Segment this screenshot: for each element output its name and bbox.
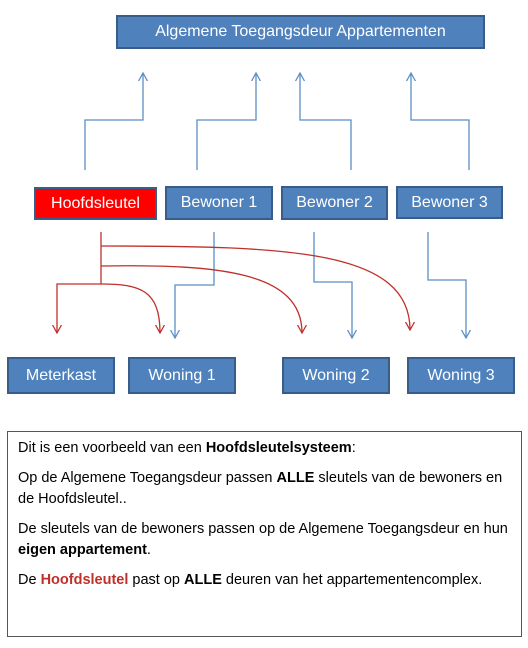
resident-3-label: Bewoner 3 xyxy=(411,193,488,211)
entrance-emphasis: ALLE xyxy=(276,470,315,486)
meterkast-door-node: Meterkast xyxy=(7,357,115,394)
arrow-resident2-to-entrance xyxy=(300,73,352,170)
arrow-resident1-to-woning1 xyxy=(175,232,215,338)
arrow-resident1-to-entrance xyxy=(196,73,256,170)
entrance-text-start: Op de Algemene Toegangsdeur passen xyxy=(18,470,277,486)
arrow-master-to-woning1 xyxy=(100,283,160,333)
master-text-start: De xyxy=(18,572,41,588)
resident-2-key-node: Bewoner 2 xyxy=(281,186,388,220)
woning-3-label: Woning 3 xyxy=(427,366,495,384)
residents-text-end: . xyxy=(146,542,151,558)
arrow-resident3-to-entrance xyxy=(411,73,470,170)
residents-emphasis: eigen appartement xyxy=(18,542,147,558)
intro-text: Dit is een voorbeeld van een xyxy=(18,440,206,456)
meterkast-label: Meterkast xyxy=(25,366,97,384)
woning-1-door-node: Woning 1 xyxy=(128,357,236,394)
woning-3-door-node: Woning 3 xyxy=(407,357,515,394)
master-text-mid: past op xyxy=(128,572,185,588)
master-key-label: Hoofdsleutel xyxy=(51,194,140,212)
arrow-resident3-to-woning3 xyxy=(427,232,466,338)
explanation-box: Dit is een voorbeeld van een Hoofdsleute… xyxy=(7,431,522,637)
residents-text-start: De sleutels van de bewoners passen op de… xyxy=(18,521,508,537)
intro-colon: : xyxy=(351,440,356,456)
explanation-master: De Hoofdsleutel past op ALLE deuren van … xyxy=(18,570,511,591)
general-entrance-door-node: Algemene Toegangsdeur Appartementen xyxy=(116,15,485,49)
master-key-term: Hoofdsleutel xyxy=(40,572,129,588)
woning-2-label: Woning 2 xyxy=(302,366,370,384)
explanation-entrance: Op de Algemene Toegangsdeur passen ALLE … xyxy=(18,468,511,510)
master-emphasis: ALLE xyxy=(184,572,222,588)
master-key-node: Hoofdsleutel xyxy=(34,187,157,220)
general-entrance-door-label: Algemene Toegangsdeur Appartementen xyxy=(155,23,446,40)
entrance-text-end: sleutels van de bewoners en de Hoofdsleu… xyxy=(18,470,503,507)
arrow-resident2-to-woning2 xyxy=(313,232,352,338)
explanation-residents: De sleutels van de bewoners passen op de… xyxy=(18,519,511,561)
resident-3-key-node: Bewoner 3 xyxy=(396,186,503,219)
woning-2-door-node: Woning 2 xyxy=(282,357,390,394)
resident-2-label: Bewoner 2 xyxy=(296,194,373,211)
resident-1-label: Bewoner 1 xyxy=(180,194,258,211)
explanation-intro: Dit is een voorbeeld van een Hoofdsleute… xyxy=(18,438,511,459)
arrow-master-to-woning2 xyxy=(100,265,302,333)
intro-term: Hoofdsleutelsysteem xyxy=(205,440,352,456)
resident-1-key-node: Bewoner 1 xyxy=(165,186,273,220)
arrow-master-to-entrance xyxy=(84,73,143,170)
arrow-master-to-meterkast xyxy=(57,283,101,333)
woning-1-label: Woning 1 xyxy=(148,366,216,384)
arrow-master-to-woning3 xyxy=(100,245,410,330)
master-text-end: deuren van het appartementencomplex. xyxy=(221,572,483,588)
